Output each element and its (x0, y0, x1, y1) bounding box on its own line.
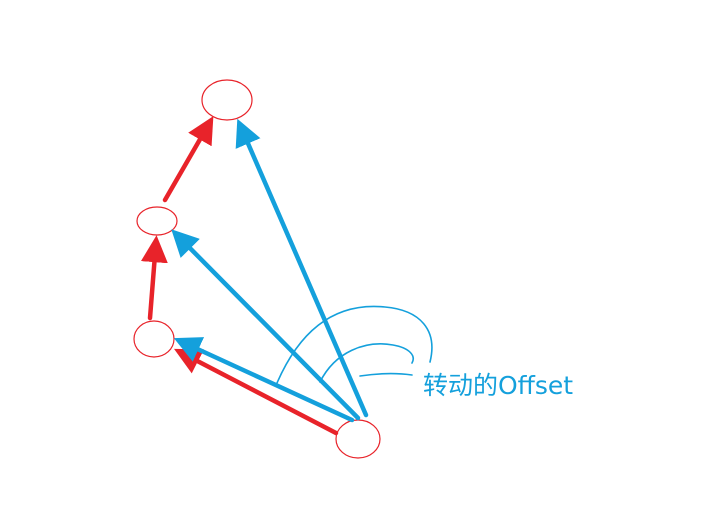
red-arrow-middle-to-top (162, 116, 214, 203)
rotation-arc-inner (319, 343, 414, 383)
blue-arrow-origin-to-top (235, 118, 369, 418)
blue-arrow-origin-to-lower (173, 337, 355, 423)
blue-arrow-origin-to-middle (171, 229, 361, 421)
red-arrow-origin-to-lower (174, 348, 339, 436)
node-origin (335, 419, 381, 459)
red-arrow-lower-to-middle (140, 235, 168, 321)
offset-label: 转动的Offset (423, 371, 573, 400)
rotation-arc-outer (276, 305, 433, 384)
node-middle (136, 206, 178, 236)
node-lower (133, 320, 175, 358)
label-leader-line (359, 372, 413, 377)
node-top (201, 79, 253, 121)
